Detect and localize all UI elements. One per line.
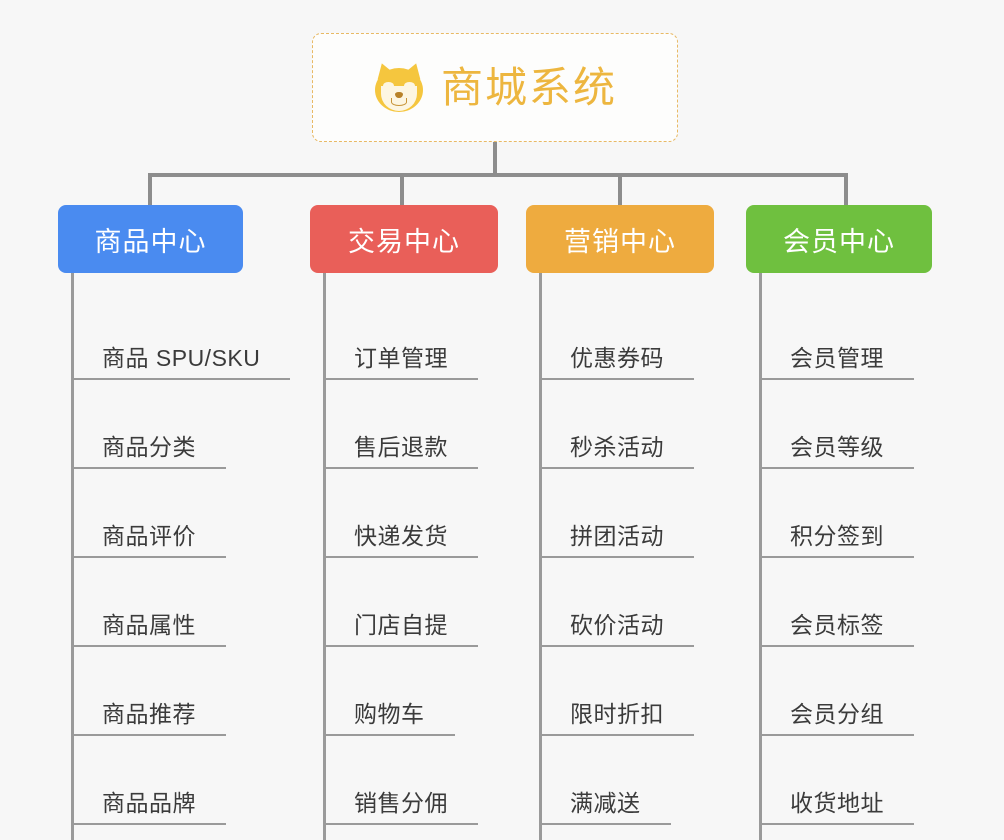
leaf-item[interactable]: 会员分组: [760, 647, 950, 736]
leaf-label: 限时折扣: [540, 701, 694, 736]
leaf-item[interactable]: 会员管理: [760, 291, 950, 380]
leaf-label: 商品品牌: [72, 790, 226, 825]
connector-drop-2: [618, 173, 622, 205]
leaf-item[interactable]: 购物车: [324, 647, 526, 736]
leaf-item[interactable]: 会员等级: [760, 380, 950, 469]
leaf-label: 收货地址: [760, 790, 914, 825]
leaf-item[interactable]: 限时折扣: [540, 647, 730, 736]
leaf-item[interactable]: 拼团活动: [540, 469, 730, 558]
leaf-label: 满减送: [540, 790, 671, 825]
leaf-label: 快递发货: [324, 523, 478, 558]
leaf-item[interactable]: 砍价活动: [540, 558, 730, 647]
leaf-label: 订单管理: [324, 345, 478, 380]
leaf-label: 优惠券码: [540, 345, 694, 380]
leaf-item[interactable]: 售后退款: [324, 380, 526, 469]
shiba-dog-icon: [373, 60, 425, 114]
leaf-label: 会员分组: [760, 701, 914, 736]
leaf-item[interactable]: 快递发货: [324, 469, 526, 558]
leaf-label: 拼团活动: [540, 523, 694, 558]
leaf-item[interactable]: 订单管理: [324, 291, 526, 380]
leaf-label: 售后退款: [324, 434, 478, 469]
leaf-list-marketing: 优惠券码 秒杀活动 拼团活动 砍价活动 限时折扣 满减送: [526, 273, 730, 840]
leaf-label: 秒杀活动: [540, 434, 694, 469]
connector-drop-0: [148, 173, 152, 205]
category-header-label: 会员中心: [783, 226, 895, 257]
leaf-label: 砍价活动: [540, 612, 694, 647]
leaf-item[interactable]: 门店自提: [324, 558, 526, 647]
leaf-item[interactable]: 会员标签: [760, 558, 950, 647]
leaf-label: 门店自提: [324, 612, 478, 647]
connector-drop-3: [844, 173, 848, 205]
category-header-trade[interactable]: 交易中心: [310, 205, 498, 273]
leaf-label: 商品 SPU/SKU: [72, 345, 291, 380]
leaf-item[interactable]: 秒杀活动: [540, 380, 730, 469]
leaf-label: 商品属性: [72, 612, 226, 647]
leaf-item[interactable]: 商品评价: [72, 469, 292, 558]
leaf-list-trade: 订单管理 售后退款 快递发货 门店自提 购物车 销售分佣: [310, 273, 526, 840]
leaf-item[interactable]: 满减送: [540, 736, 730, 825]
category-header-label: 交易中心: [348, 226, 460, 257]
category-column-marketing: 营销中心 优惠券码 秒杀活动 拼团活动 砍价活动 限时折扣: [526, 205, 730, 840]
category-column-member: 会员中心 会员管理 会员等级 积分签到 会员标签 会员分组: [746, 205, 950, 840]
leaf-item[interactable]: 商品品牌: [72, 736, 292, 825]
leaf-item[interactable]: 商品属性: [72, 558, 292, 647]
leaf-label: 商品评价: [72, 523, 226, 558]
leaf-list-product: 商品 SPU/SKU 商品分类 商品评价 商品属性 商品推荐 商品品牌: [58, 273, 292, 840]
leaf-label: 购物车: [324, 701, 455, 736]
category-columns: 商品中心 商品 SPU/SKU 商品分类 商品评价 商品属性 商品推荐: [0, 205, 1004, 840]
leaf-label: 商品分类: [72, 434, 226, 469]
leaf-item[interactable]: 商品推荐: [72, 647, 292, 736]
connector-root-stem: [493, 142, 497, 176]
category-header-member[interactable]: 会员中心: [746, 205, 932, 273]
leaf-label: 商品推荐: [72, 701, 226, 736]
category-header-label: 营销中心: [564, 226, 676, 257]
leaf-label: 会员管理: [760, 345, 914, 380]
category-column-product: 商品中心 商品 SPU/SKU 商品分类 商品评价 商品属性 商品推荐: [58, 205, 292, 840]
connector-drop-1: [400, 173, 404, 205]
root-title: 商城系统: [440, 63, 617, 111]
leaf-label: 积分签到: [760, 523, 914, 558]
leaf-label: 会员标签: [760, 612, 914, 647]
leaf-item[interactable]: 商品分类: [72, 380, 292, 469]
leaf-label: 销售分佣: [324, 790, 478, 825]
leaf-list-member: 会员管理 会员等级 积分签到 会员标签 会员分组 收货地址: [746, 273, 950, 840]
root-node[interactable]: 商城系统: [312, 33, 678, 142]
leaf-item[interactable]: 销售分佣: [324, 736, 526, 825]
leaf-item[interactable]: 积分签到: [760, 469, 950, 558]
leaf-item[interactable]: 商品 SPU/SKU: [72, 291, 292, 380]
leaf-item[interactable]: 优惠券码: [540, 291, 730, 380]
leaf-item[interactable]: 收货地址: [760, 736, 950, 825]
category-header-label: 商品中心: [94, 226, 207, 257]
category-header-product[interactable]: 商品中心: [58, 205, 243, 273]
leaf-label: 会员等级: [760, 434, 914, 469]
category-column-trade: 交易中心 订单管理 售后退款 快递发货 门店自提 购物车: [310, 205, 526, 840]
connector-horizontal-bus: [148, 173, 848, 177]
category-header-marketing[interactable]: 营销中心: [526, 205, 714, 273]
